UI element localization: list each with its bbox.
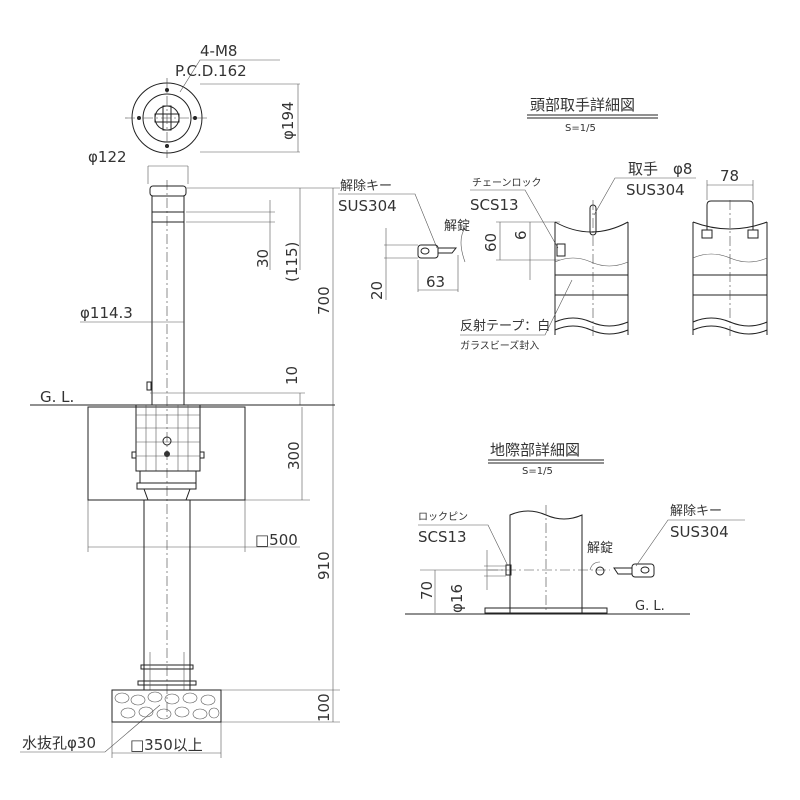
head-side-view [554,200,629,338]
tape-label: 反射テープ：白 [460,318,550,334]
depth-dim: 300 [285,441,303,470]
head-detail-scale: S=1/5 [565,123,596,134]
bolts-label: 4-M8 [200,42,237,60]
dim-70: 70 [418,581,436,600]
pipe-dim: φ114.3 [80,304,133,322]
ground-key-label: 解除キー [670,504,722,519]
tape-note: ガラスビーズ封入 [460,339,539,352]
key-height-dim: 20 [368,281,386,300]
dim-60: 60 [482,233,500,252]
ground-detail-title: 地際部詳細図 [490,441,580,459]
head-detail-title: 頭部取手詳細図 [530,96,635,114]
below-ground-dim: 910 [315,551,333,580]
dimension-lines [20,187,340,758]
gravel-width-dim: □350以上 [130,736,203,754]
gap-dim: 10 [283,366,301,385]
cap-dim: φ122 [88,148,127,166]
gravel-base [111,689,222,723]
key-material: SUS304 [338,197,397,215]
top-view-flange [125,59,300,158]
flange-dim: φ194 [279,101,297,140]
bollard-post [146,180,187,720]
handle-width-dim: 78 [720,167,739,185]
pin-dim: φ16 [448,584,466,613]
dim-6: 6 [512,230,530,240]
drain-hole-label: 水抜孔φ30 [22,734,96,752]
pcd-label: P.C.D.162 [175,62,247,80]
concrete-foundation [87,404,246,501]
chain-lock-material: SCS13 [470,196,519,214]
head-front-view [692,200,768,338]
release-key-icon [613,563,655,578]
key-label: 解除キー [340,179,392,194]
above-ground-dim: 700 [315,286,333,315]
ground-detail-scale: S=1/5 [522,466,553,477]
release-key-icon [417,227,466,263]
head-unlock-label: 解錠 [444,219,470,234]
handle-label: 取手 φ8 [628,160,692,178]
chain-lock-label: チェーンロック [472,177,542,189]
key-width-dim: 63 [426,273,445,291]
band-pos-dim: (115) [283,242,301,282]
ground-level-label: G. L. [40,388,74,406]
lock-pin-label: ロックピン [418,511,468,523]
gravel-dim: 100 [315,693,333,722]
ground-unlock-label: 解錠 [587,541,613,556]
handle-material: SUS304 [626,181,685,199]
concrete-dim: □500 [255,531,298,549]
ground-key-material: SUS304 [670,523,729,541]
band-dim: 30 [254,249,272,268]
ground-pipe-view [484,505,610,614]
ground-detail-gl: G. L. [635,599,665,614]
lock-pin-material: SCS13 [418,528,467,546]
